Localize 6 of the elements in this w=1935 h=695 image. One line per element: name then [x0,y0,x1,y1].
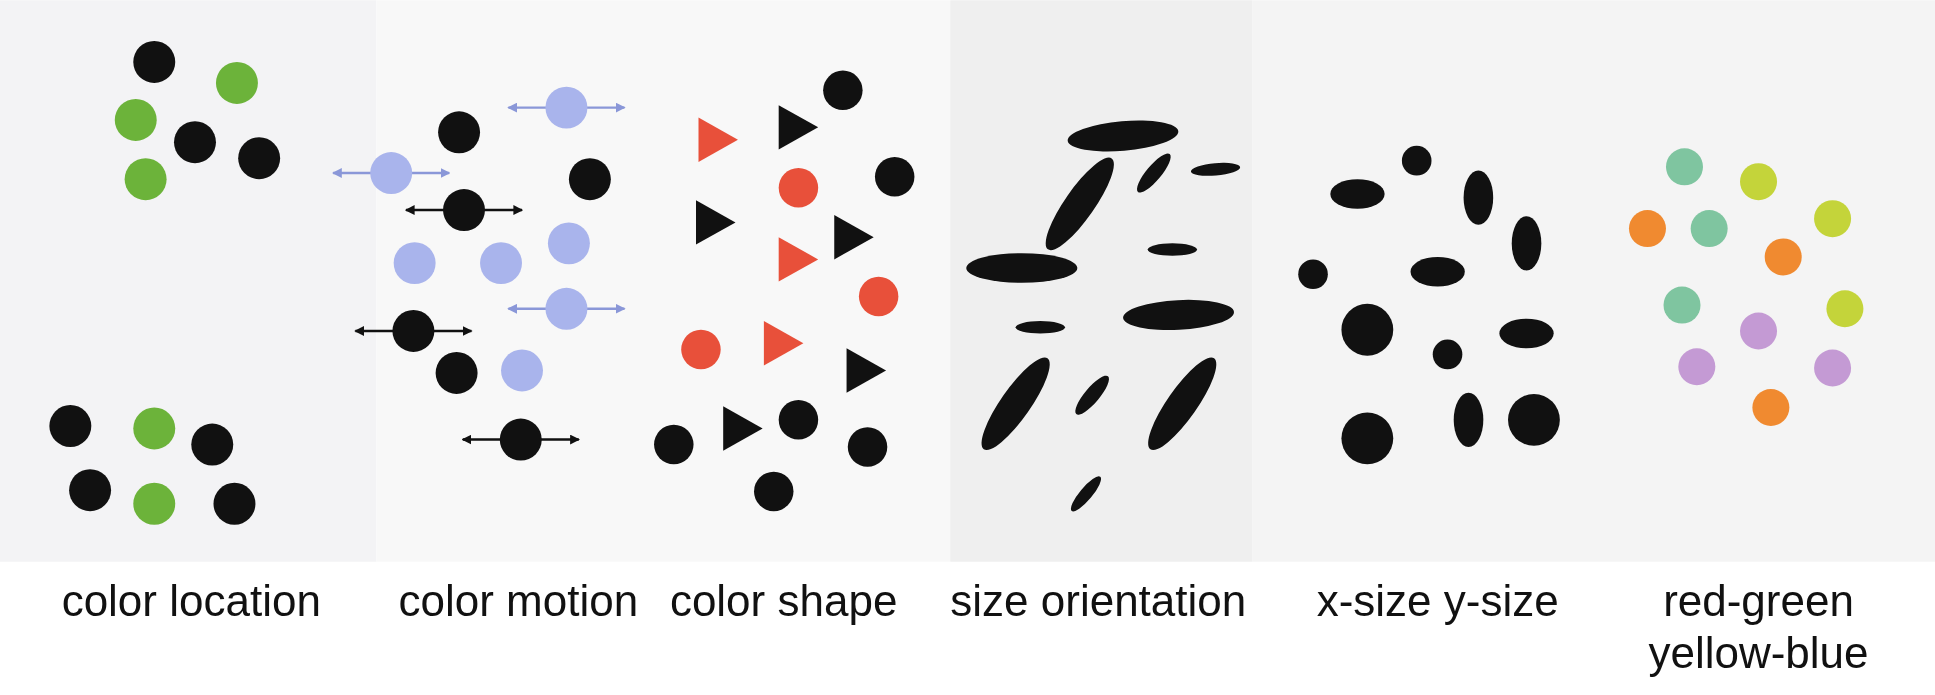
panel-caption: color shape [668,575,899,627]
panel-caption: x-size y-size [1315,575,1560,627]
panel-caption: red-green yellow-blue [1647,575,1870,679]
panel-caption: color motion [397,575,640,627]
panel-caption: color location [60,575,322,627]
panel-caption: size orientation [949,575,1248,627]
